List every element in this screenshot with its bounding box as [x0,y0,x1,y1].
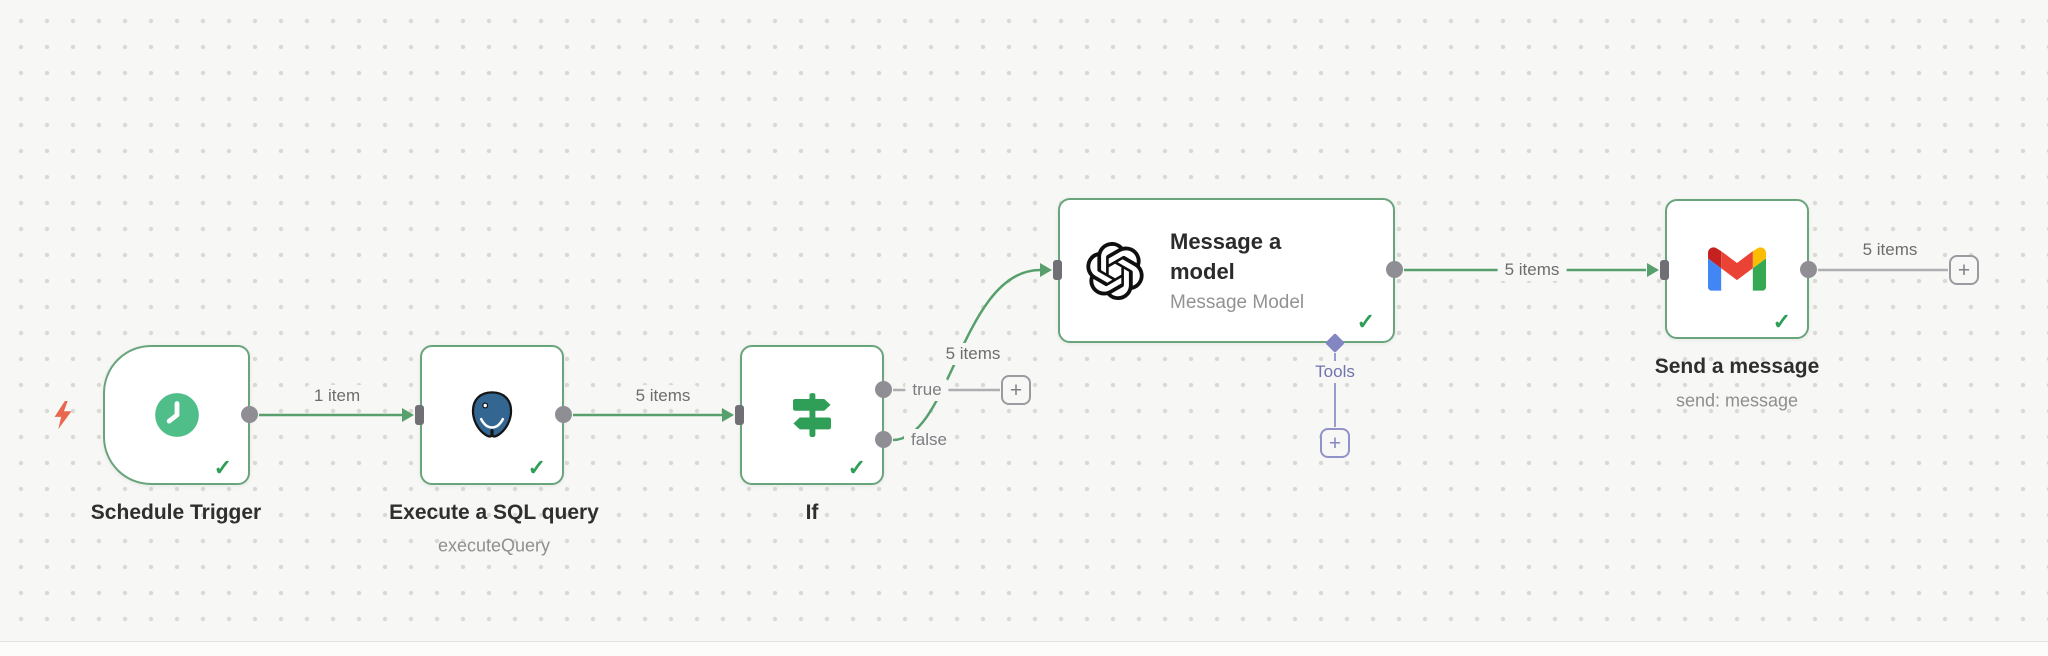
node-if[interactable]: ✓ [740,345,884,485]
signpost-icon [785,388,839,442]
success-check-icon: ✓ [847,455,866,480]
success-check-icon: ✓ [1356,309,1375,334]
node-label-execute-sql-query: Execute a SQL query [389,501,599,524]
postgresql-icon [463,386,521,444]
output-port-openai[interactable] [1386,261,1403,278]
input-port-if[interactable] [735,405,744,425]
success-check-icon: ✓ [213,455,232,480]
input-port-openai[interactable] [1053,260,1062,280]
output-port-postgres[interactable] [555,406,572,423]
node-inline-subtitle: Message Model [1170,291,1305,313]
clock-icon [149,387,205,443]
arrowhead-icon [1040,263,1052,277]
add-node-button-if-true[interactable]: + [1001,375,1031,405]
gmail-icon [1708,247,1766,291]
input-port-gmail[interactable] [1660,260,1669,280]
success-check-icon: ✓ [527,455,546,480]
plus-icon: + [1957,258,1971,282]
port-label-true: true [905,379,949,401]
node-subtitle-send-a-message: send: message [1675,390,1799,411]
node-label-schedule-trigger: Schedule Trigger [90,501,262,524]
input-port-postgres[interactable] [415,405,424,425]
node-title: Message a model [1170,229,1282,284]
connection-label-5-items-gmail-out: 5 items [1855,239,1925,261]
add-tool-button-openai[interactable]: + [1320,428,1350,458]
plus-icon: + [1009,378,1023,402]
plus-icon: + [1328,431,1342,455]
output-port-if-false[interactable] [875,431,892,448]
output-port-schedule[interactable] [241,406,258,423]
output-port-if-true[interactable] [875,381,892,398]
trigger-bolt-icon [51,400,75,435]
node-label-if: If [805,501,819,524]
output-port-gmail[interactable] [1800,261,1817,278]
node-send-a-message[interactable]: ✓ [1665,199,1809,339]
connection-label-1-item: 1 item [306,385,368,407]
openai-icon [1086,241,1144,300]
node-subtitle-execute-sql-query: executeQuery [437,535,551,556]
port-label-tools: Tools [1308,361,1362,383]
arrowhead-icon [1647,263,1659,277]
connection-label-5-items-openai-gmail: 5 items [1497,259,1567,281]
arrowhead-icon [722,408,734,422]
bottom-panel-edge [0,641,2048,656]
add-node-button-gmail-output[interactable]: + [1949,255,1979,285]
node-message-a-model[interactable]: Message a model Message Model ✓ [1058,198,1395,343]
connection-label-5-items-postgres-if: 5 items [628,385,698,407]
port-label-false: false [904,429,954,451]
arrowhead-icon [402,408,414,422]
node-execute-sql-query[interactable]: ✓ [420,345,564,485]
connection-label-5-items-if-openai: 5 items [938,343,1008,365]
node-label-send-a-message: Send a message [1654,355,1820,378]
success-check-icon: ✓ [1772,309,1791,334]
node-schedule-trigger[interactable]: ✓ [103,345,250,485]
